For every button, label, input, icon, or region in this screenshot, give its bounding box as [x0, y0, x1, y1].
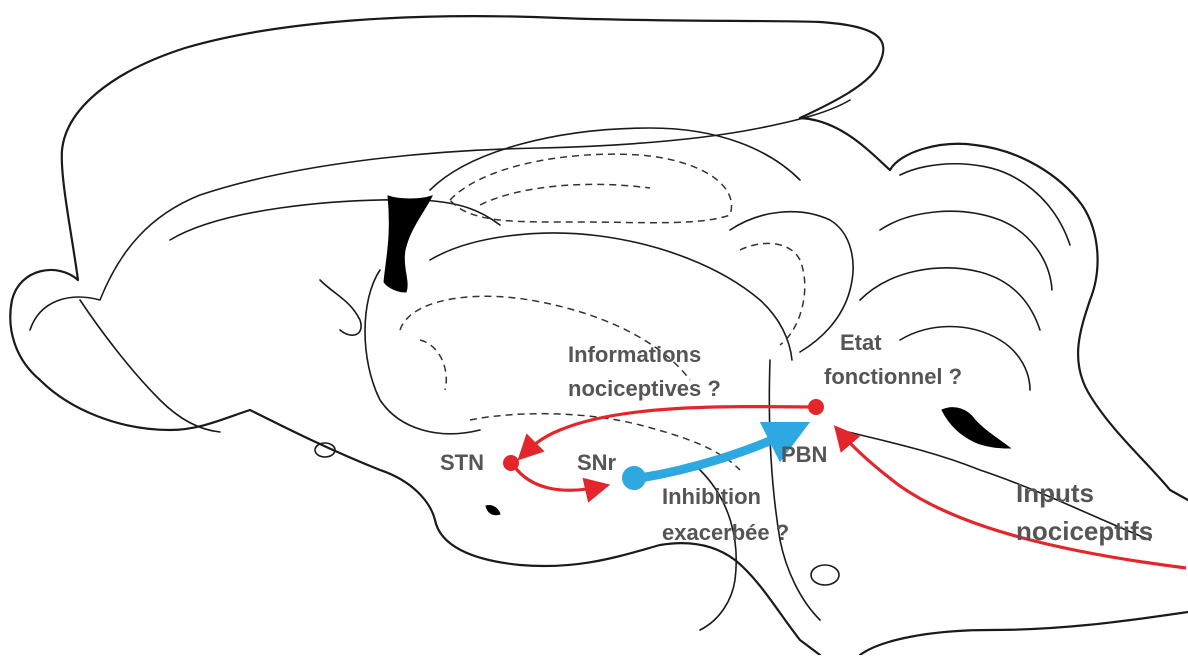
cerebellum-folia-3: [860, 268, 1040, 330]
corpus-callosum: [170, 200, 500, 240]
snr-to-pbn-inhibitory-arrow: [640, 428, 798, 478]
thalamus-contour: [430, 233, 792, 360]
cerebellum-folia-1: [900, 164, 1070, 245]
inputs-label-line1: Inputs: [1016, 478, 1094, 508]
inputs-label-line2: nociceptifs: [1016, 516, 1153, 546]
hippocampus-dashed: [450, 154, 732, 223]
striatum-contour: [365, 270, 480, 434]
pbn-label: PBN: [781, 442, 827, 467]
brainstem-nucleus-ellipse: [811, 565, 839, 585]
dashed-boundaries: [400, 154, 805, 470]
cortex-fold-left: [80, 300, 220, 432]
cerebellum-folia-2: [880, 211, 1052, 290]
thalamus-dashed: [400, 296, 690, 380]
brain-outline: [10, 16, 1188, 655]
third-ventricle-small: [486, 505, 500, 514]
stn-label: STN: [440, 450, 484, 475]
informations-label-line2: nociceptives ?: [568, 376, 721, 401]
pbn-node: [808, 399, 824, 415]
informations-label-line1: Informations: [568, 342, 701, 367]
inhibition-label-line2: exacerbée ?: [662, 520, 789, 545]
snr-label: SNr: [577, 450, 617, 475]
pons-inner: [769, 360, 820, 620]
midbrain-dashed: [740, 243, 805, 345]
etat-label-line2: fonctionnel ?: [824, 364, 962, 389]
stn-node: [503, 455, 519, 471]
hippocampus-arc: [430, 128, 800, 190]
striatum-dashed: [420, 340, 446, 390]
pbn-to-stn-arrow: [522, 407, 812, 456]
cortex-inner-line: [30, 100, 850, 330]
lateral-ventricle: [384, 196, 432, 292]
brainstem-lower-contour: [860, 612, 1188, 655]
midbrain-contour: [730, 212, 853, 352]
anterior-commissure: [320, 280, 361, 335]
snr-node: [622, 466, 646, 490]
dentate-dashed: [480, 184, 650, 205]
fourth-ventricle: [942, 408, 1010, 448]
etat-label-line1: Etat: [840, 330, 882, 355]
inhibition-label-line1: Inhibition: [662, 484, 761, 509]
